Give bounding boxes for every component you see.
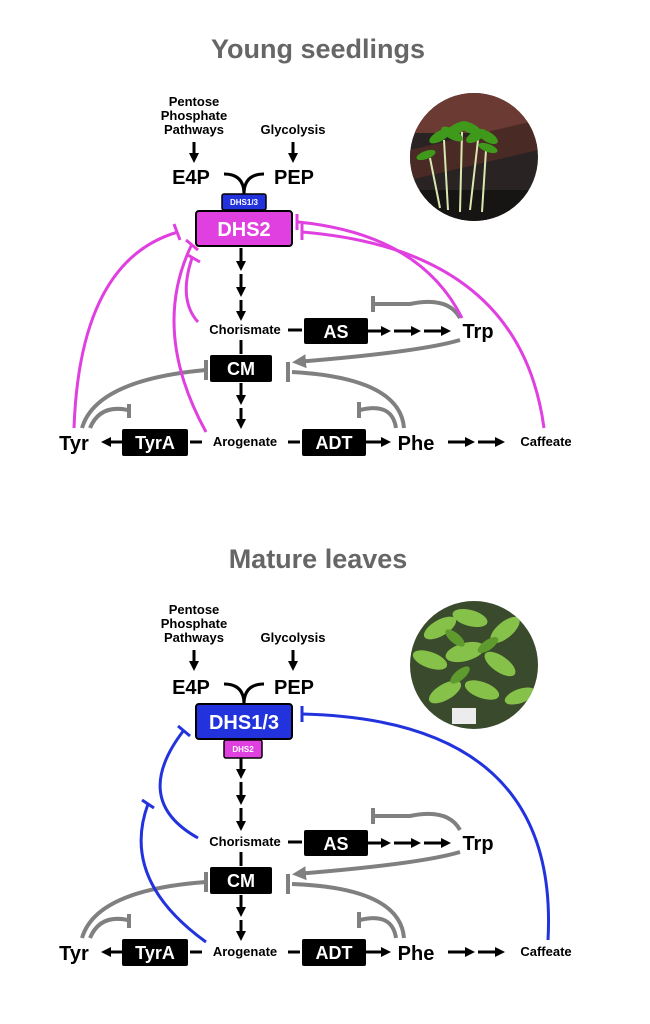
- minor-enzyme-box: [223, 739, 263, 759]
- tyr-label: Tyr: [59, 433, 89, 455]
- ppp-label-line3: Pathways: [164, 630, 224, 645]
- arogenate-label: Arogenate: [213, 944, 277, 959]
- e4p-label: E4P: [172, 677, 210, 699]
- panel-mature-leaves: Mature leaves Pentose: [59, 544, 572, 966]
- tyra-box: [122, 939, 188, 966]
- ppp-label-line3: Pathways: [164, 122, 224, 137]
- as-box: [304, 830, 368, 856]
- glycolysis-label: Glycolysis: [260, 122, 325, 137]
- as-label: AS: [323, 322, 348, 342]
- main-enzyme-label: DHS1/3: [209, 712, 279, 734]
- pep-label: PEP: [274, 167, 314, 189]
- e4p-label: E4P: [172, 167, 210, 189]
- seedlings-photo: [410, 93, 538, 221]
- cm-label: CM: [227, 359, 255, 379]
- adt-box: [302, 939, 366, 966]
- cm-label: CM: [227, 871, 255, 891]
- tyr-label: Tyr: [59, 943, 89, 965]
- cm-box: [210, 355, 272, 382]
- as-box: [304, 318, 368, 344]
- chorismate-label: Chorismate: [209, 834, 281, 849]
- arogenate-label: Arogenate: [213, 434, 277, 449]
- as-label: AS: [323, 834, 348, 854]
- panel-title: Young seedlings: [211, 34, 425, 64]
- dhs13-inhibition-curves: [139, 706, 551, 944]
- adt-box: [302, 429, 366, 456]
- main-enzyme-label: DHS2: [217, 219, 270, 241]
- trp-label: Trp: [462, 321, 493, 343]
- tyra-box: [122, 429, 188, 456]
- main-enzyme-box: [195, 210, 293, 247]
- pep-label: PEP: [274, 677, 314, 699]
- caffeate-label: Caffeate: [520, 434, 571, 449]
- minor-enzyme-label: DHS2: [232, 745, 254, 754]
- dhs2-inhibition-curves: [72, 214, 546, 433]
- caffeate-label: Caffeate: [520, 944, 571, 959]
- tyra-label: TyrA: [135, 433, 175, 453]
- trp-label: Trp: [462, 833, 493, 855]
- tyra-label: TyrA: [135, 943, 175, 963]
- ppp-label-line1: Pentose: [169, 94, 220, 109]
- panel-young-seedlings: Young seedlings: [59, 34, 572, 456]
- phe-label: Phe: [398, 943, 435, 965]
- gray-feedback-loops: [80, 296, 462, 429]
- ppp-label-line1: Pentose: [169, 602, 220, 617]
- phe-label: Phe: [398, 433, 435, 455]
- minor-enzyme-label: DHS1/3: [230, 198, 259, 207]
- ppp-label-line2: Phosphate: [161, 108, 227, 123]
- ppp-label-line2: Phosphate: [161, 616, 227, 631]
- glycolysis-label: Glycolysis: [260, 630, 325, 645]
- cm-box: [210, 867, 272, 894]
- adt-label: ADT: [316, 943, 353, 963]
- panel-title: Mature leaves: [229, 544, 408, 574]
- adt-label: ADT: [316, 433, 353, 453]
- main-enzyme-box: [195, 703, 293, 740]
- gray-feedback-loops: [80, 808, 462, 939]
- rosette-leaves-photo: [410, 601, 538, 729]
- chorismate-label: Chorismate: [209, 322, 281, 337]
